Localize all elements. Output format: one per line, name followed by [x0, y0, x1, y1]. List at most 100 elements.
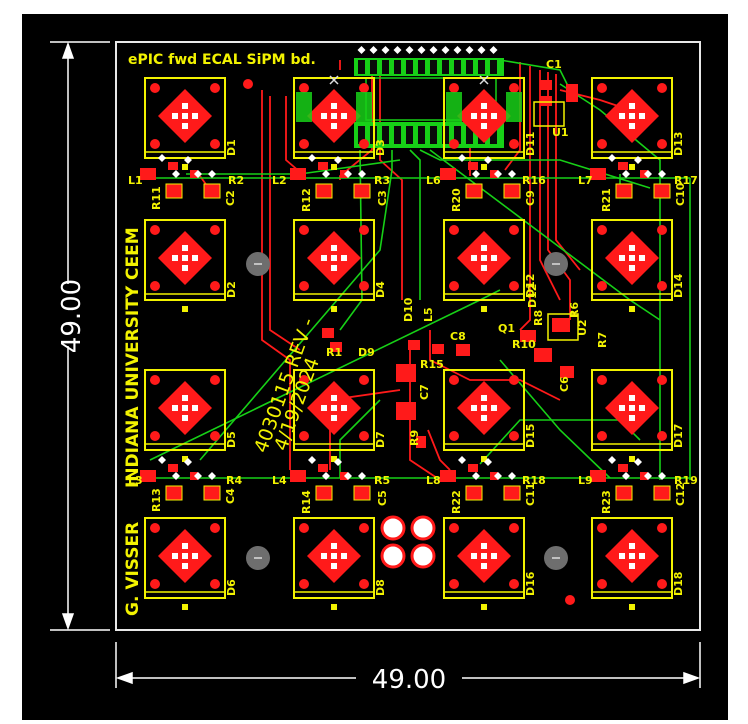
refdes-label: L8 [426, 474, 441, 487]
sipm-d3: D3 [293, 77, 387, 170]
refdes-label: R6 [568, 302, 581, 318]
refdes-label: R23 [600, 490, 613, 514]
passive-group [440, 456, 521, 501]
sipm-d14: D14 [591, 219, 685, 312]
refdes-label: C12 [674, 483, 687, 506]
org-label: INDIANA UNIVERSITY CEEM [123, 227, 143, 488]
sipm-label: D6 [225, 579, 238, 596]
author-label: G. VISSER [123, 522, 143, 616]
refdes-label: C10 [674, 182, 687, 206]
refdes-label: R4 [226, 474, 242, 487]
sipm-d13: D13 [591, 77, 685, 170]
sipm-d15: D15 [443, 369, 537, 462]
height-dimension [50, 41, 110, 631]
sipm-d7: D7 [293, 369, 387, 462]
sipm-d2: D2 [144, 219, 238, 312]
components [140, 154, 671, 501]
sipm-label: D17 [672, 424, 685, 448]
refdes-label: C2 [224, 190, 237, 206]
sipm-d8: D8 [293, 517, 387, 610]
test-point [410, 515, 436, 541]
test-point [380, 515, 406, 541]
refdes-label: Q1 [498, 322, 515, 335]
sipm-d4: D4 [293, 219, 387, 312]
passive-group [290, 154, 371, 199]
refdes-label: R7 [596, 332, 609, 348]
sipm-label: D15 [524, 424, 537, 448]
refdes-label: R16 [522, 174, 546, 187]
refdes-label: R5 [374, 474, 390, 487]
center-parts [243, 79, 579, 605]
refdes-label: D9 [358, 346, 375, 359]
refdes-label: R18 [522, 474, 546, 487]
sipm-label: D11 [524, 132, 537, 156]
width-dimension [115, 642, 701, 688]
refdes-label: U2 [576, 319, 589, 336]
sipm-d11: D11 [443, 77, 537, 170]
sipm-d18: D18 [591, 517, 685, 610]
sipm-label: D1 [225, 139, 238, 156]
sipm-d12: D12 [443, 219, 537, 312]
refdes-label: C4 [224, 488, 237, 504]
refdes-label: R14 [300, 490, 313, 514]
test-point [380, 543, 406, 569]
refdes-label: R17 [674, 174, 698, 187]
sipm-label: D13 [672, 132, 685, 156]
passive-group [440, 154, 521, 199]
refdes-label: R8 [532, 310, 545, 326]
refdes-label: L9 [578, 474, 593, 487]
sipm-d5: D5 [144, 369, 238, 462]
sipm-label: D12 [524, 274, 537, 298]
passive-group [590, 456, 671, 501]
sipm-label: D8 [374, 579, 387, 596]
refdes-label: R21 [600, 188, 613, 212]
refdes-label: L4 [272, 474, 287, 487]
width-dimension-value: 49.00 [372, 665, 446, 695]
refdes-label: C11 [524, 483, 537, 506]
refdes-label: L7 [578, 174, 593, 187]
sipm-label: D3 [374, 139, 387, 156]
sipm-label: D18 [672, 572, 685, 596]
refdes-label: R9 [408, 430, 421, 446]
passive-group [140, 154, 221, 199]
sipm-d16: D16 [443, 517, 537, 610]
refdes-label: R15 [420, 358, 444, 371]
refdes-label: R12 [300, 188, 313, 212]
passive-group [140, 456, 221, 501]
refdes-label: D10 [402, 297, 415, 322]
sipm-label: D2 [225, 281, 238, 298]
sipm-label: D4 [374, 281, 387, 298]
sipm-label: D14 [672, 273, 685, 298]
refdes-label: R2 [228, 174, 244, 187]
refdes-label: U1 [552, 126, 569, 139]
sipm-label: D5 [225, 431, 238, 448]
connector-pins [357, 46, 498, 144]
refdes-label: R1 [326, 346, 342, 359]
refdes-label: L1 [128, 174, 143, 187]
refdes-label: C8 [450, 330, 466, 343]
height-dimension-value: 49.00 [57, 279, 87, 353]
refdes-label: R11 [150, 186, 163, 210]
refdes-label: C3 [376, 190, 389, 206]
refdes-label: L5 [422, 307, 435, 322]
passive-group [290, 456, 371, 501]
refdes-label: D12 [526, 284, 539, 308]
mounting-holes [246, 75, 568, 570]
refdes-label: C7 [418, 384, 431, 400]
refdes-label: L6 [426, 174, 441, 187]
refdes-label: C1 [546, 58, 562, 71]
test-point [410, 543, 436, 569]
refdes-label: R10 [512, 338, 536, 351]
sipm-label: D16 [524, 571, 537, 596]
passive-group [590, 154, 671, 199]
sipm-label: D7 [374, 431, 387, 448]
sipm-d17: D17 [591, 369, 685, 462]
refdes-label: R3 [374, 174, 390, 187]
refdes-label: C9 [524, 190, 537, 206]
refdes-label: R19 [674, 474, 698, 487]
refdes-label: L3 [128, 474, 143, 487]
